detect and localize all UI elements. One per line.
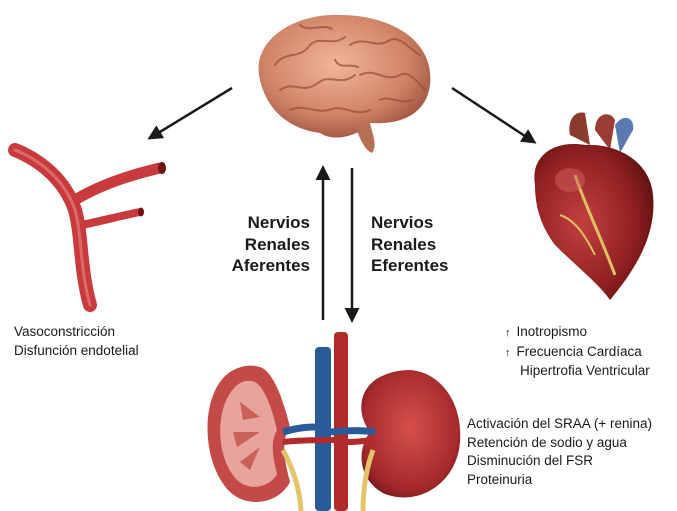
arrow-brain-to-heart: [452, 88, 534, 142]
increase-arrow-icon: ↑: [505, 327, 511, 339]
arrow-brain-to-vessel: [150, 88, 232, 138]
renal-effects: Activación del SRAA (+ renina) Retención…: [467, 415, 652, 489]
vascular-effects: Vasoconstricción Disfunción endotelial: [14, 323, 139, 360]
increase-arrow-icon: ↑: [505, 347, 511, 359]
afferent-nerves-label: Nervios Renales Aferentes: [232, 212, 310, 277]
efferent-nerves-label: Nervios Renales Eferentes: [371, 212, 448, 277]
cardiac-effects: ↑Inotropismo ↑Frecuencia Cardíaca Hipert…: [505, 323, 650, 381]
